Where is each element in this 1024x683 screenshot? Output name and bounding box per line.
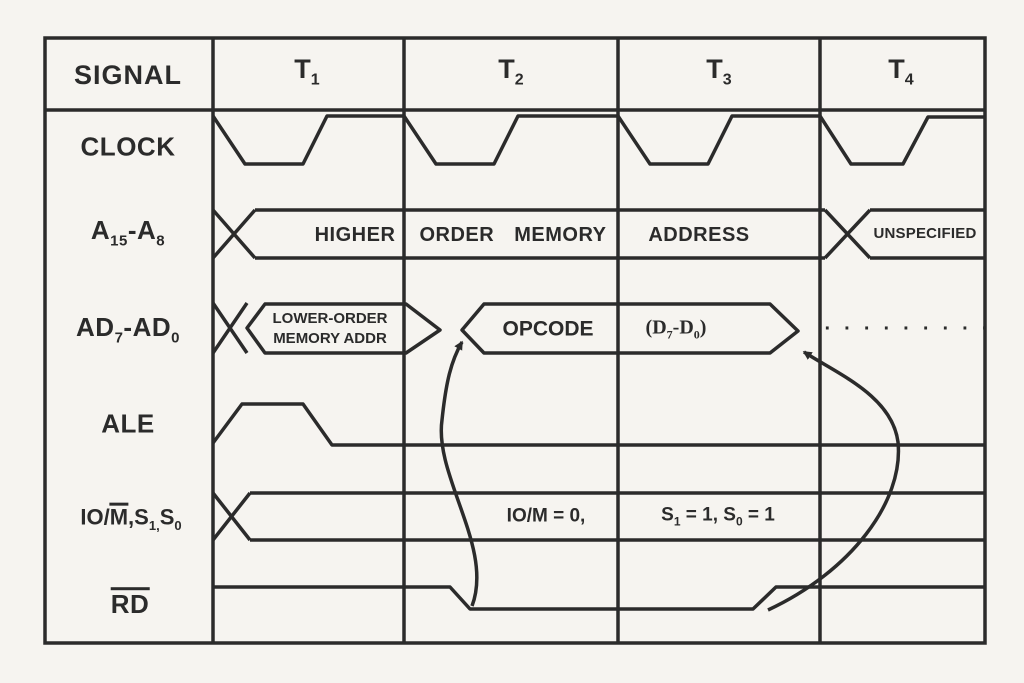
t2-sub: 2 [514, 71, 524, 89]
addr-high-bus-lines [255, 208, 825, 260]
s0-sub: 0 [174, 518, 182, 534]
status-crossover-left [211, 491, 252, 542]
ad-sub7: 7 [114, 329, 124, 347]
header-t2: T2 [498, 54, 524, 89]
t1-sub: 1 [310, 71, 320, 89]
ad-part: AD [76, 312, 115, 343]
header-t3: T3 [706, 54, 732, 89]
arrow-rd-fall-to-opcode [439, 340, 479, 607]
iom-part: IO/ [80, 504, 110, 530]
signal-label-ad7-ad0: AD7-AD0 [76, 313, 180, 347]
signal-label-rd: RD [110, 587, 150, 620]
s1-sub: 1, [148, 518, 160, 534]
table-border [43, 36, 987, 645]
clock-waveform [211, 114, 985, 166]
s-part: S [661, 504, 674, 526]
rd-overline: RD [110, 587, 150, 620]
addr-bus-text-unspecified: UNSPECIFIED [873, 224, 977, 242]
addr-bus-text-higher: HIGHER [314, 224, 396, 246]
ad-part2: -AD [123, 312, 172, 343]
annotation-arrows [439, 340, 901, 612]
lower-order-line2: MEMORY ADDR [273, 330, 387, 347]
status-text-s1-s0: S1 = 1, S0 = 1 [661, 504, 775, 529]
rd-waveform [213, 585, 985, 611]
d-sub0: 0 [693, 327, 700, 342]
d-part2: -D [672, 316, 694, 339]
ale-waveform [211, 402, 985, 447]
addr-high-crossover-t4 [823, 208, 872, 260]
t4-base: T [888, 54, 905, 85]
a-sub8: 8 [156, 232, 166, 250]
addr-bus-text-order-memory: ORDER MEMORY [419, 224, 607, 246]
ad-bus-text-d7-d0: (D7-D0) [646, 316, 707, 341]
addr-high-crossover-left [211, 208, 257, 260]
s-part3: = 1 [742, 504, 775, 526]
addr-bus-text-address: ADDRESS [648, 224, 750, 246]
d-part3: ) [699, 316, 707, 339]
header-t1: T1 [294, 54, 320, 89]
d-part: (D [645, 316, 667, 339]
m-overline: M [109, 502, 129, 530]
addr-data-waveform [211, 302, 800, 355]
ad-sub0: 0 [171, 329, 180, 347]
addr-data-crossover-left [211, 302, 249, 354]
addr-high-unspecified-bus [870, 208, 985, 260]
header-signal: SIGNAL [73, 60, 183, 91]
status-waveform [211, 491, 985, 542]
signal-label-a15-a8: A15-A8 [91, 216, 165, 250]
lower-order-line1: LOWER-ORDER [272, 309, 388, 327]
rd-letters: RD [110, 589, 150, 620]
lower-order-addr-hexagon [245, 302, 442, 355]
table-grid [43, 36, 987, 645]
t4-sub: 4 [904, 71, 914, 89]
s-sub0: 0 [735, 514, 743, 529]
a-sub15: 15 [110, 232, 128, 250]
m-letter: M [109, 504, 129, 530]
addr-high-waveform [211, 208, 985, 260]
opcode-hexagon [460, 302, 800, 355]
signal-label-io-m-s1-s0: IO/M,S1,S0 [80, 502, 182, 534]
s-sub1: 1 [673, 514, 681, 529]
iom-part2: ,S [128, 504, 149, 530]
t1-base: T [294, 54, 311, 85]
ad-bus-text-lower-order: LOWER-ORDER MEMORY ADDR [273, 309, 388, 350]
header-t4: T4 [888, 54, 914, 89]
a-part2: -A [127, 215, 157, 246]
iom-part3: S [159, 504, 175, 530]
t3-base: T [706, 54, 723, 85]
ad-bus-tristate-dots: ········· [824, 318, 1002, 340]
status-text-iom: IO/M = 0, [506, 505, 586, 527]
t3-sub: 3 [722, 71, 732, 89]
arrow-rd-rise-to-data [767, 350, 901, 612]
a-part: A [90, 215, 111, 246]
ad-bus-text-opcode: OPCODE [502, 317, 594, 341]
signal-label-clock: CLOCK [80, 131, 176, 162]
s-part2: = 1, S [680, 504, 736, 526]
t2-base: T [498, 54, 515, 85]
signal-label-ale: ALE [101, 408, 155, 439]
d-sub7: 7 [666, 327, 673, 342]
